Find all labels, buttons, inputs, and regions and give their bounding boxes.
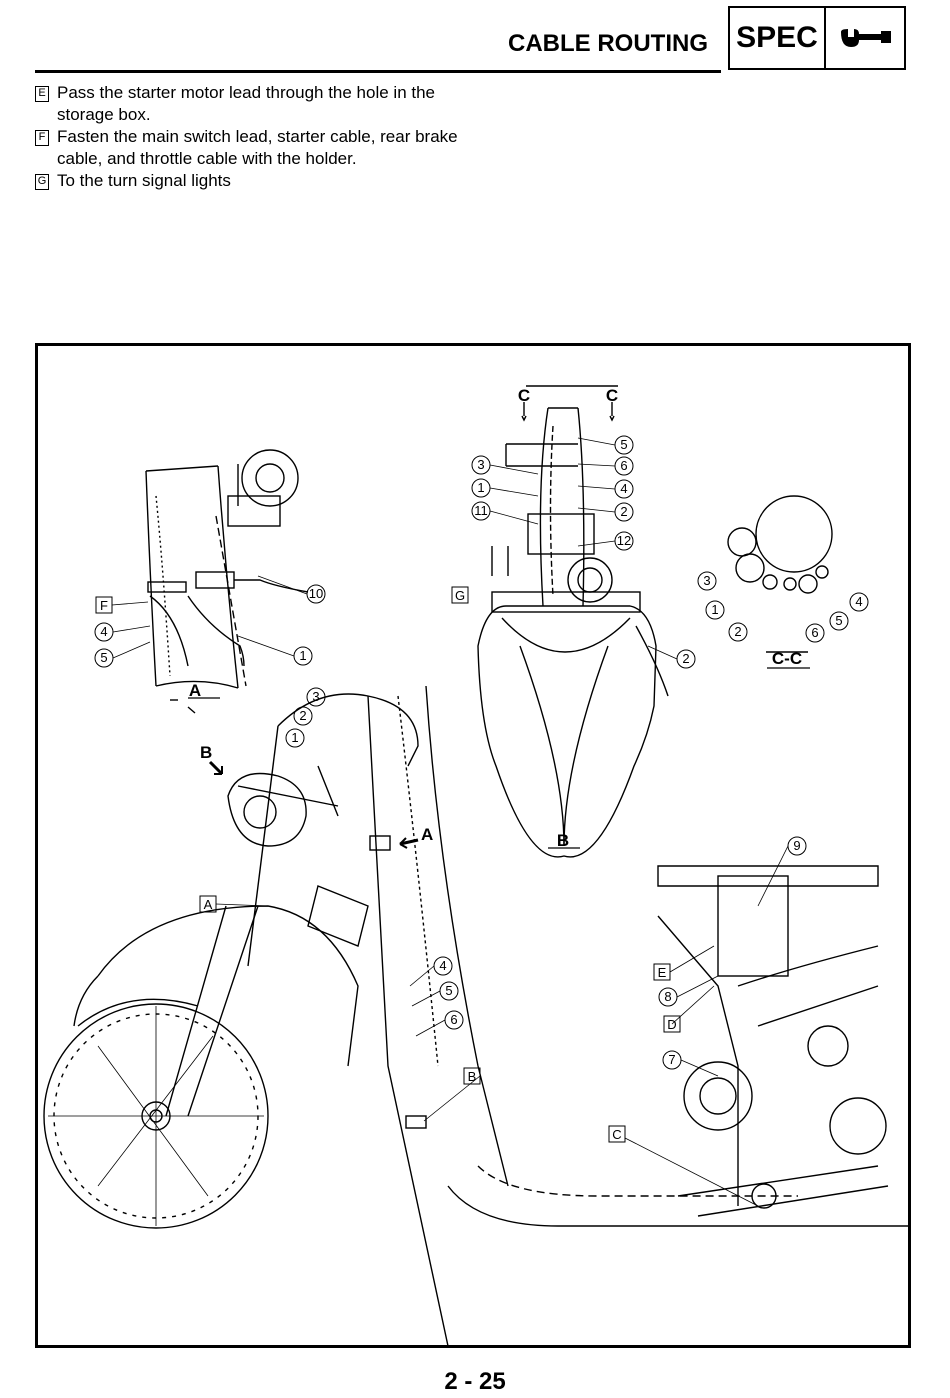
callout-12: 12	[614, 531, 634, 551]
svg-text:9: 9	[793, 838, 800, 853]
svg-text:10: 10	[309, 586, 323, 601]
svg-text:3: 3	[477, 457, 484, 472]
svg-text:11: 11	[474, 503, 488, 518]
note-item: G To the turn signal lights	[35, 170, 465, 192]
spec-label: SPEC	[730, 8, 826, 68]
key-f: F	[95, 596, 113, 614]
section-marker-c-left: C	[518, 386, 530, 405]
callout-8: 8	[658, 987, 678, 1007]
callout-3: 3	[697, 571, 717, 591]
key-d: D	[663, 1015, 681, 1033]
callout-2: 2	[614, 502, 634, 522]
svg-text:12: 12	[617, 533, 631, 548]
callout-5: 5	[94, 648, 114, 668]
callout-11: 11	[471, 501, 491, 521]
svg-text:D: D	[667, 1017, 676, 1032]
view-label-cc: C-C	[772, 649, 802, 668]
callout-9: 9	[787, 836, 807, 856]
svg-text:4: 4	[620, 481, 627, 496]
svg-text:5: 5	[445, 983, 452, 998]
notes-list: E Pass the starter motor lead through th…	[35, 82, 465, 192]
callout-10: 10	[306, 584, 326, 604]
svg-text:6: 6	[450, 1012, 457, 1027]
svg-text:4: 4	[100, 624, 107, 639]
callout-2: 2	[293, 706, 313, 726]
note-item: F Fasten the main switch lead, starter c…	[35, 126, 465, 170]
svg-text:E: E	[658, 965, 667, 980]
page-number: 2 - 25	[444, 1368, 506, 1395]
svg-text:5: 5	[100, 650, 107, 665]
svg-text:6: 6	[811, 625, 818, 640]
callout-6: 6	[805, 623, 825, 643]
svg-text:1: 1	[291, 730, 298, 745]
key-c: C	[608, 1125, 626, 1143]
view-label-a: A	[189, 681, 201, 700]
view-label-b: B	[557, 831, 569, 850]
view-arrow-label-a: A	[421, 825, 433, 844]
callout-1: 1	[471, 478, 491, 498]
note-key: E	[35, 86, 49, 102]
cable-routing-figure: 10 1 4 5 3 1 11 5 6 4 2 12 2 3 1 2 6 5 4…	[35, 343, 911, 1348]
note-key: G	[35, 174, 49, 190]
svg-text:C: C	[612, 1127, 621, 1142]
callout-4: 4	[94, 622, 114, 642]
callout-3: 3	[306, 687, 326, 707]
section-view-cc	[727, 495, 833, 653]
svg-text:2: 2	[299, 708, 306, 723]
callout-5: 5	[439, 981, 459, 1001]
callout-2: 2	[728, 622, 748, 642]
note-text: To the turn signal lights	[57, 171, 231, 190]
callout-5: 5	[829, 611, 849, 631]
svg-text:8: 8	[664, 989, 671, 1004]
page-title: CABLE ROUTING	[508, 30, 708, 57]
svg-text:2: 2	[734, 624, 741, 639]
view-arrow-label-b: B	[200, 743, 212, 762]
callout-1: 1	[705, 600, 725, 620]
note-key: F	[35, 130, 49, 146]
section-marker-c-right: C	[606, 386, 618, 405]
callout-4: 4	[849, 592, 869, 612]
callout-4: 4	[614, 479, 634, 499]
spec-section-box: SPEC	[728, 6, 906, 70]
callout-7: 7	[662, 1050, 682, 1070]
svg-text:4: 4	[855, 594, 862, 609]
svg-text:4: 4	[439, 958, 446, 973]
svg-text:A: A	[204, 897, 213, 912]
svg-text:2: 2	[682, 651, 689, 666]
detail-view-b	[477, 385, 669, 858]
detail-view-a	[145, 449, 309, 689]
svg-text:1: 1	[299, 648, 306, 663]
view-arrow-a-icon	[399, 838, 419, 846]
callout-6: 6	[444, 1010, 464, 1030]
wrench-icon	[826, 8, 904, 68]
header-rule	[35, 70, 721, 73]
key-b: B	[463, 1067, 481, 1085]
note-text: Pass the starter motor lead through the …	[57, 83, 436, 124]
key-g: G	[451, 586, 469, 604]
svg-text:1: 1	[711, 602, 718, 617]
note-item: E Pass the starter motor lead through th…	[35, 82, 465, 126]
main-scooter-view	[43, 685, 908, 1345]
svg-text:7: 7	[668, 1052, 675, 1067]
callout-3: 3	[471, 455, 491, 475]
svg-text:5: 5	[620, 437, 627, 452]
view-arrow-b-icon	[208, 760, 224, 776]
callout-5: 5	[614, 435, 634, 455]
svg-text:3: 3	[703, 573, 710, 588]
callout-1: 1	[285, 728, 305, 748]
callout-4: 4	[433, 956, 453, 976]
callout-1: 1	[293, 646, 313, 666]
callout-6: 6	[614, 456, 634, 476]
svg-text:G: G	[455, 588, 465, 603]
svg-text:5: 5	[835, 613, 842, 628]
svg-text:6: 6	[620, 458, 627, 473]
svg-text:F: F	[100, 598, 108, 613]
svg-text:1: 1	[477, 480, 484, 495]
svg-text:B: B	[468, 1069, 477, 1084]
svg-text:3: 3	[312, 689, 319, 704]
note-text: Fasten the main switch lead, starter cab…	[57, 127, 458, 168]
callout-2: 2	[676, 649, 696, 669]
key-e: E	[653, 963, 671, 981]
svg-text:2: 2	[620, 504, 627, 519]
